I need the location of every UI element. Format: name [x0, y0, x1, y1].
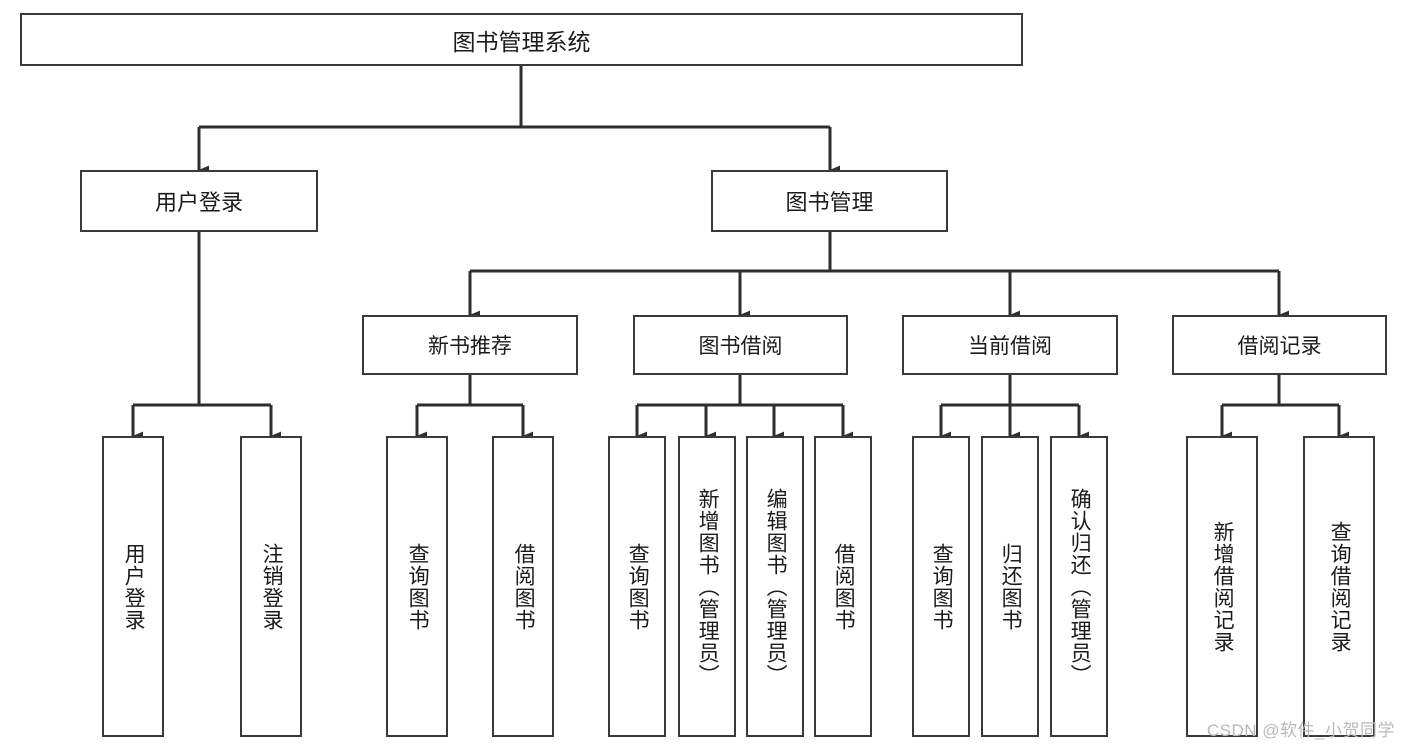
- leaf-new-book-borrow[interactable]: 借阅图书: [492, 436, 554, 737]
- node-book-management[interactable]: 图书管理: [711, 170, 948, 232]
- leaf-book-borrow-add[interactable]: 新增图书（管理员）: [678, 436, 736, 737]
- node-borrow-record[interactable]: 借阅记录: [1172, 315, 1387, 375]
- leaf-book-borrow-borrow[interactable]: 借阅图书: [814, 436, 872, 737]
- node-root-library-system[interactable]: 图书管理系统: [20, 13, 1023, 66]
- leaf-user-login-logout[interactable]: 注销登录: [240, 436, 302, 737]
- node-new-book-recommend[interactable]: 新书推荐: [362, 315, 578, 375]
- leaf-label: 新增图书（管理员）: [696, 487, 720, 686]
- leaf-label: 查询图书: [406, 542, 430, 631]
- leaf-label: 借阅图书: [512, 542, 536, 631]
- csdn-watermark: CSDN @软件_小贺同学: [1206, 721, 1395, 740]
- leaf-label: 用户登录: [122, 542, 146, 631]
- leaf-label: 借阅图书: [832, 542, 856, 631]
- leaf-new-book-query[interactable]: 查询图书: [386, 436, 448, 737]
- leaf-label: 查询图书: [930, 542, 954, 631]
- leaf-current-borrow-return[interactable]: 归还图书: [981, 436, 1039, 737]
- leaf-label: 新增借阅记录: [1211, 520, 1235, 653]
- leaf-label: 查询图书: [626, 542, 650, 631]
- node-user-login[interactable]: 用户登录: [80, 170, 318, 232]
- leaf-borrow-record-query[interactable]: 查询借阅记录: [1303, 436, 1375, 737]
- leaf-label: 归还图书: [999, 542, 1023, 631]
- node-current-borrow[interactable]: 当前借阅: [902, 315, 1118, 375]
- leaf-label: 确认归还（管理员）: [1068, 487, 1092, 686]
- leaf-label: 注销登录: [260, 542, 284, 631]
- leaf-borrow-record-add[interactable]: 新增借阅记录: [1186, 436, 1258, 737]
- leaf-current-borrow-confirm-return[interactable]: 确认归还（管理员）: [1050, 436, 1108, 737]
- leaf-user-login-login[interactable]: 用户登录: [102, 436, 164, 737]
- leaf-label: 查询借阅记录: [1328, 520, 1352, 653]
- node-book-borrow[interactable]: 图书借阅: [633, 315, 848, 375]
- leaf-book-borrow-query[interactable]: 查询图书: [608, 436, 666, 737]
- leaf-label: 编辑图书（管理员）: [764, 487, 788, 686]
- leaf-current-borrow-query[interactable]: 查询图书: [912, 436, 970, 737]
- leaf-book-borrow-edit[interactable]: 编辑图书（管理员）: [746, 436, 804, 737]
